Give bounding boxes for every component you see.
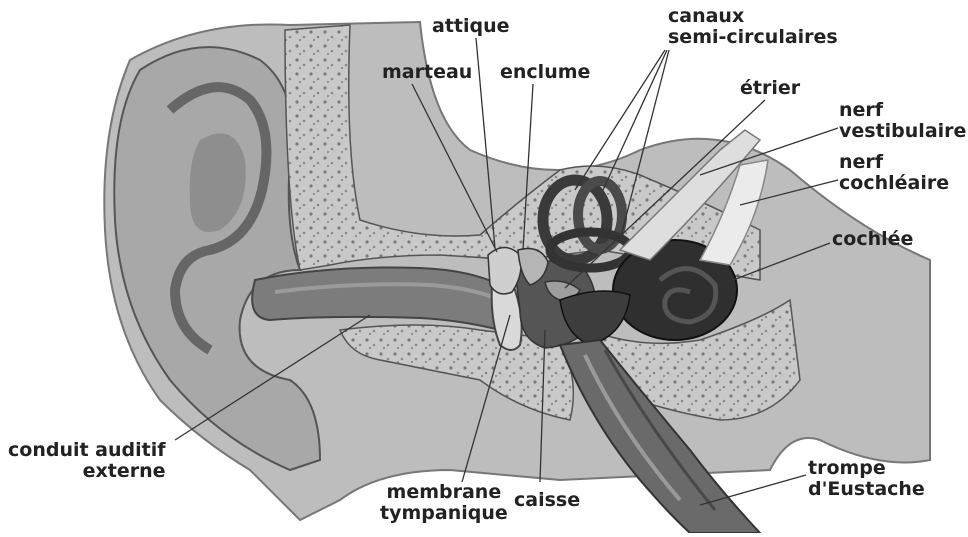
label-caisse-text: caisse bbox=[514, 490, 580, 511]
label-trompe-eustache: trompe d'Eustache bbox=[808, 458, 925, 500]
label-canaux-line2: semi-circulaires bbox=[668, 27, 838, 48]
label-conduit-line2: externe bbox=[8, 461, 166, 482]
label-trompe-line2: d'Eustache bbox=[808, 479, 925, 500]
label-nerf-cochleaire: nerf cochléaire bbox=[839, 152, 949, 194]
label-attique: attique bbox=[432, 16, 510, 37]
label-nerf-vestibulaire-line1: nerf bbox=[839, 100, 966, 121]
label-cochlee-text: cochlée bbox=[832, 229, 913, 250]
label-nerf-vestibulaire: nerf vestibulaire bbox=[839, 100, 966, 142]
label-conduit-line1: conduit auditif bbox=[8, 440, 166, 461]
label-etrier-text: étrier bbox=[740, 78, 800, 99]
label-marteau-text: marteau bbox=[382, 62, 472, 83]
label-membrane-line2: tympanique bbox=[380, 503, 508, 524]
label-membrane-line1: membrane bbox=[380, 482, 508, 503]
label-trompe-line1: trompe bbox=[808, 458, 925, 479]
label-marteau: marteau bbox=[382, 62, 472, 83]
label-canaux-line1: canaux bbox=[668, 6, 838, 27]
label-enclume-text: enclume bbox=[500, 62, 590, 83]
label-nerf-vestibulaire-line2: vestibulaire bbox=[839, 121, 966, 142]
label-attique-text: attique bbox=[432, 16, 510, 37]
label-canaux: canaux semi-circulaires bbox=[668, 6, 838, 48]
label-nerf-cochleaire-line2: cochléaire bbox=[839, 173, 949, 194]
label-membrane-tympanique: membrane tympanique bbox=[380, 482, 508, 524]
label-enclume: enclume bbox=[500, 62, 590, 83]
label-nerf-cochleaire-line1: nerf bbox=[839, 152, 949, 173]
label-etrier: étrier bbox=[740, 78, 800, 99]
label-conduit-auditif-externe: conduit auditif externe bbox=[8, 440, 166, 482]
label-cochlee: cochlée bbox=[832, 229, 913, 250]
label-caisse: caisse bbox=[514, 490, 580, 511]
